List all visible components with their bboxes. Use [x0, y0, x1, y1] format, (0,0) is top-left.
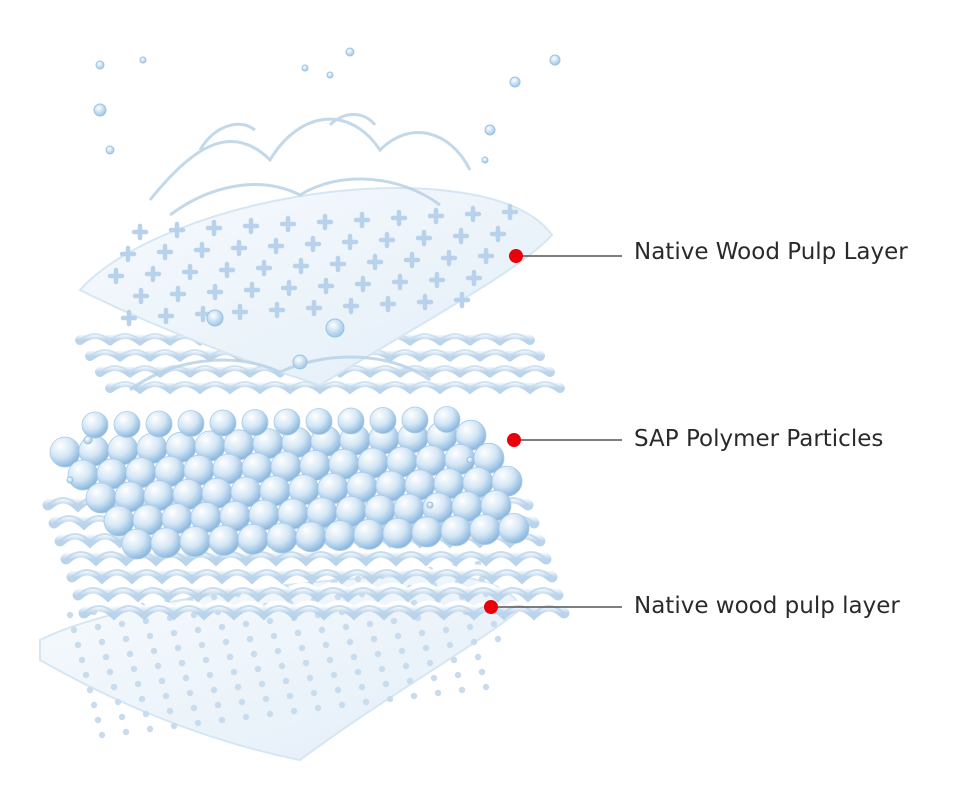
water-droplet-icon [292, 354, 308, 370]
callout-label-bottom-layer: Native wood pulp layer [634, 593, 900, 619]
water-droplet-icon [325, 318, 345, 338]
water-splash [129, 113, 472, 392]
cross-pattern [107, 203, 519, 327]
water-droplet-icon [206, 309, 224, 327]
red-dot-icon [507, 433, 521, 447]
water-droplet-icon [509, 76, 521, 88]
red-dot-icon [484, 600, 498, 614]
sap-sphere-layer [49, 406, 530, 560]
water-droplet-icon [93, 103, 107, 117]
water-droplet-icon [301, 64, 309, 72]
red-dot-icon [509, 249, 523, 263]
water-droplet-icon [139, 56, 147, 64]
water-droplet-icon [481, 156, 489, 164]
water-droplets [66, 47, 561, 509]
bottom-pulp-sheet [39, 560, 524, 762]
water-droplet-icon [83, 435, 93, 445]
water-droplet-icon [484, 124, 496, 136]
callout-label-sap-particles: SAP Polymer Particles [634, 426, 884, 452]
callout-top-pointer [509, 249, 622, 263]
water-droplet-icon [345, 47, 355, 57]
water-droplet-icon [326, 71, 334, 79]
water-droplet-icon [105, 145, 115, 155]
callout-label-top-layer: Native Wood Pulp Layer [634, 239, 908, 265]
callout-mid-pointer [507, 433, 622, 447]
water-droplet-icon [66, 476, 74, 484]
top-pulp-sheet [78, 187, 554, 387]
water-droplet-icon [95, 60, 105, 70]
water-droplet-icon [466, 456, 474, 464]
water-droplet-icon [426, 501, 434, 509]
water-droplet-icon [549, 54, 561, 66]
callout-bot-pointer [484, 600, 622, 614]
